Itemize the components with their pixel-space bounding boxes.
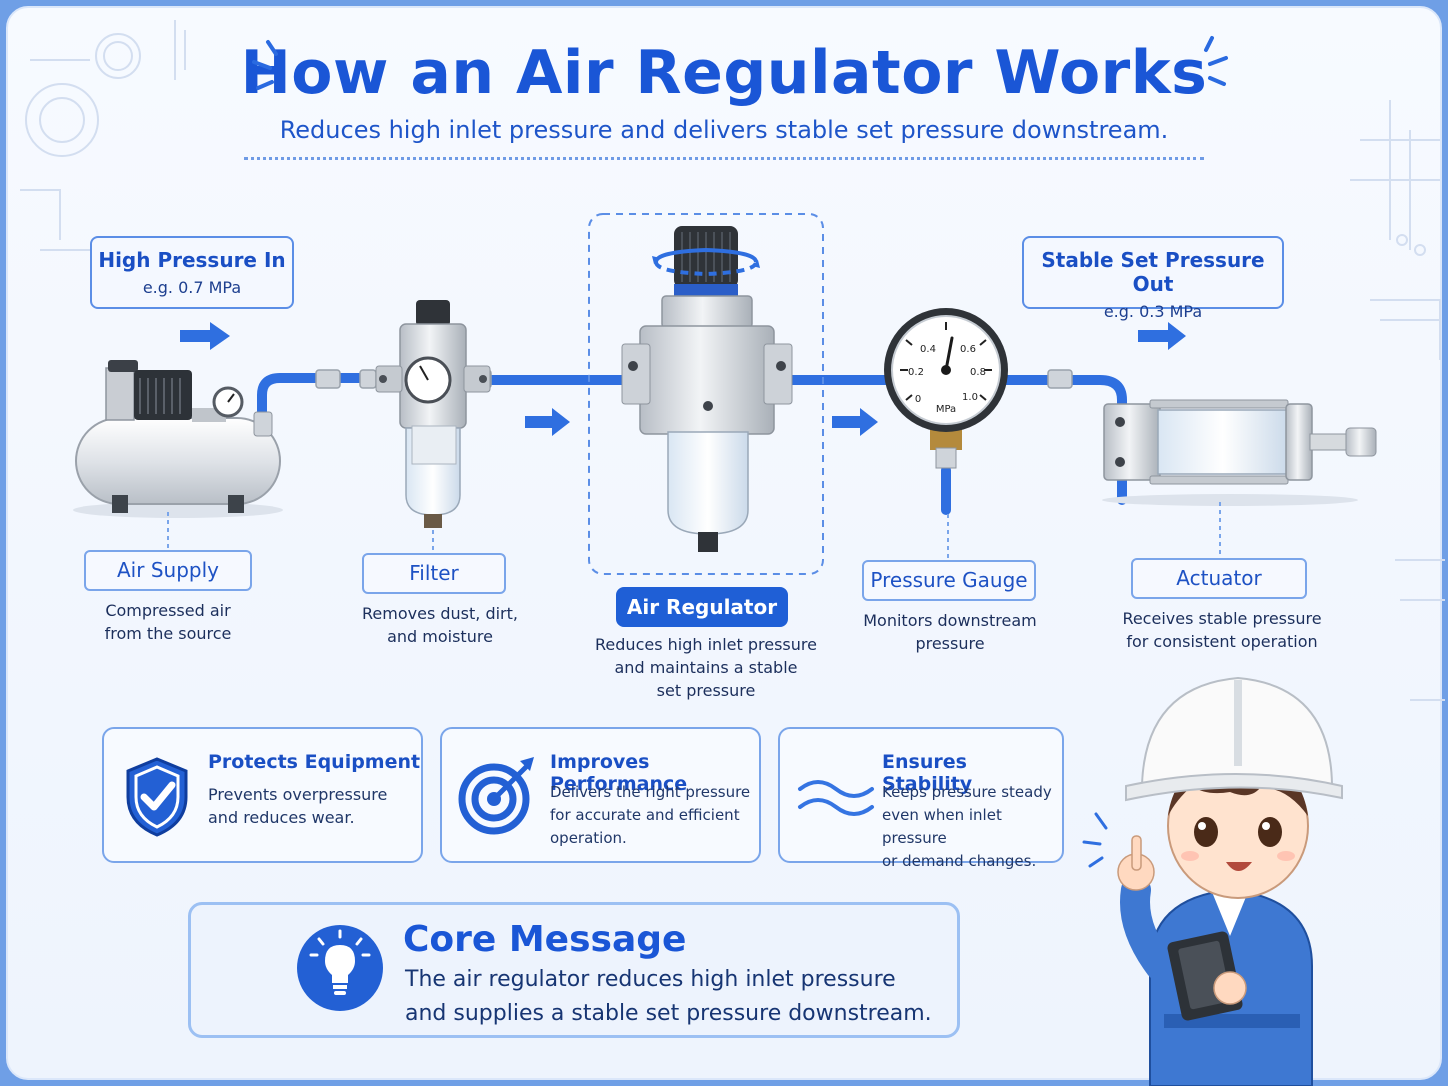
benefit-desc-protects-line1: Prevents overpressure bbox=[208, 785, 388, 804]
label-filter: Filter bbox=[362, 553, 506, 594]
page-subtitle: Reduces high inlet pressure and delivers… bbox=[279, 116, 1169, 144]
target-icon bbox=[458, 757, 534, 835]
desc-pressure-gauge-line2: pressure bbox=[915, 634, 985, 653]
subtitle-divider bbox=[244, 157, 1204, 160]
label-air-regulator: Air Regulator bbox=[616, 587, 788, 627]
desc-air-supply-line1: Compressed air bbox=[105, 601, 231, 620]
outlet-callout-title: Stable Set Pressure Out bbox=[1041, 248, 1265, 296]
desc-air-regulator-line1: Reduces high inlet pressure bbox=[595, 635, 817, 654]
label-actuator: Actuator bbox=[1131, 558, 1307, 599]
lightbulb-icon bbox=[297, 925, 383, 1011]
benefit-desc-stability-line1: Keeps pressure steady bbox=[882, 783, 1052, 801]
inlet-callout-title: High Pressure In bbox=[98, 248, 286, 272]
flow-arrows bbox=[180, 322, 1186, 436]
desc-actuator-line2: for consistent operation bbox=[1126, 632, 1318, 651]
core-message-title: Core Message bbox=[403, 919, 687, 960]
desc-air-regulator: Reduces high inlet pressure and maintain… bbox=[576, 633, 836, 702]
air-compressor-illustration bbox=[73, 360, 283, 518]
benefit-card-improves-performance: Improves Performance Delivers the right … bbox=[440, 727, 761, 863]
gauge-tick-0-8: 0.8 bbox=[970, 367, 986, 378]
page-title: How an Air Regulator Works bbox=[240, 38, 1208, 108]
benefit-card-protects-equipment: Protects Equipment Prevents overpressure… bbox=[102, 727, 423, 863]
wave-icon bbox=[798, 780, 874, 816]
benefit-title-performance: Improves Performance bbox=[550, 751, 688, 795]
core-message-line2: and supplies a stable set pressure downs… bbox=[405, 1001, 932, 1026]
desc-filter-line2: and moisture bbox=[387, 627, 493, 646]
desc-air-supply-line2: from the source bbox=[104, 624, 232, 643]
desc-pressure-gauge-line1: Monitors downstream bbox=[863, 611, 1037, 630]
air-pipes bbox=[257, 373, 1127, 515]
flow-diagram: 0 0.2 0.4 0.6 0.8 1.0 MPa bbox=[73, 213, 1377, 575]
gauge-tick-0-2: 0.2 bbox=[908, 367, 924, 378]
desc-filter: Removes dust, dirt, and moisture bbox=[330, 602, 550, 648]
filter-illustration bbox=[375, 300, 491, 528]
benefit-title-stability: Ensures Stability bbox=[882, 751, 973, 795]
benefit-desc-protects: Prevents overpressure and reduces wear. bbox=[208, 783, 387, 829]
label-pressure-gauge: Pressure Gauge bbox=[862, 560, 1036, 601]
core-message-line1: The air regulator reduces high inlet pre… bbox=[405, 967, 896, 992]
outlet-pressure-callout: Stable Set Pressure Out e.g. 0.3 MPa bbox=[1022, 236, 1284, 321]
outlet-callout-value: e.g. 0.3 MPa bbox=[1103, 302, 1203, 321]
benefit-title-protects: Protects Equipment bbox=[208, 751, 421, 773]
gauge-tick-0-4: 0.4 bbox=[920, 344, 936, 355]
inlet-pressure-callout: High Pressure In e.g. 0.7 MPa bbox=[90, 236, 294, 309]
title-sparkle-left-icon bbox=[252, 40, 278, 90]
desc-filter-line1: Removes dust, dirt, bbox=[362, 604, 518, 623]
benefit-desc-performance: Delivers the right pressure for accurate… bbox=[550, 781, 750, 850]
label-air-supply: Air Supply bbox=[84, 550, 252, 591]
actuator-illustration bbox=[1102, 399, 1377, 506]
benefit-desc-stability-line3: or demand changes. bbox=[882, 852, 1037, 870]
benefit-desc-protects-line2: and reduces wear. bbox=[208, 808, 355, 827]
benefit-desc-performance-line1: Delivers the right pressure bbox=[550, 783, 751, 801]
desc-air-regulator-line2: and maintains a stable bbox=[614, 658, 798, 677]
desc-actuator-line1: Receives stable pressure bbox=[1122, 609, 1322, 628]
shield-check-icon bbox=[126, 757, 188, 837]
pressure-gauge-illustration: 0 0.2 0.4 0.6 0.8 1.0 MPa bbox=[884, 308, 1008, 469]
gauge-tick-0-6: 0.6 bbox=[960, 344, 976, 355]
gauge-tick-1-0: 1.0 bbox=[962, 392, 978, 403]
air-regulator-illustration bbox=[621, 226, 793, 552]
benefit-desc-stability: Keeps pressure steady even when inlet pr… bbox=[882, 781, 1062, 873]
gauge-unit: MPa bbox=[936, 404, 956, 415]
desc-air-regulator-line3: set pressure bbox=[656, 681, 756, 700]
benefit-desc-performance-line3: operation. bbox=[550, 829, 627, 847]
desc-air-supply: Compressed air from the source bbox=[60, 599, 276, 645]
regulator-highlight-frame bbox=[588, 213, 824, 575]
benefit-desc-performance-line2: for accurate and efficient bbox=[550, 806, 740, 824]
inlet-callout-value: e.g. 0.7 MPa bbox=[142, 278, 242, 297]
core-message-panel: Core Message The air regulator reduces h… bbox=[188, 902, 960, 1038]
gauge-tick-0: 0 bbox=[915, 394, 921, 405]
benefit-card-ensures-stability: Ensures Stability Keeps pressure steady … bbox=[778, 727, 1064, 870]
desc-pressure-gauge: Monitors downstream pressure bbox=[840, 609, 1060, 655]
engineer-mascot-illustration bbox=[1082, 676, 1343, 1086]
benefit-desc-stability-line2: even when inlet pressure bbox=[882, 806, 1002, 847]
desc-actuator: Receives stable pressure for consistent … bbox=[1106, 607, 1338, 653]
title-sparkle-right-icon bbox=[1204, 36, 1228, 86]
